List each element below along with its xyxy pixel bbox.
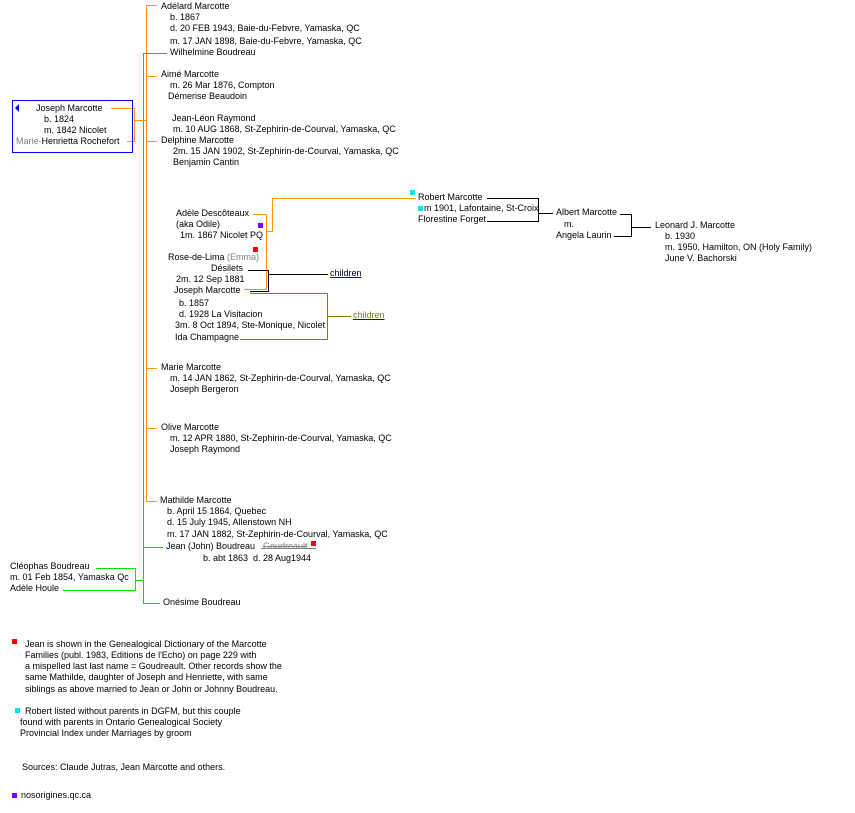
aime-married: m. 26 Mar 1876, Compton (170, 80, 275, 90)
orange-trunk (146, 5, 157, 502)
joseph-married2: 2m. 12 Sep 1881 (176, 274, 245, 284)
boudreau-lines (63, 53, 167, 604)
delphine-name[interactable]: Delphine Marcotte (161, 135, 235, 145)
mathilde-spouse[interactable]: Jean (John) Boudreau (166, 541, 256, 551)
note-red-line: siblings as above married to Jean or Joh… (25, 684, 278, 694)
note-cyan-line: found with parents in Ontario Genealogic… (20, 717, 223, 727)
spouse2-first: Rose-de-Lima (168, 252, 225, 262)
mathilde-married: m. 17 JAN 1882, St-Zephirin-de-Courval, … (167, 529, 388, 539)
leonard-spouse: June V. Bachorski (665, 253, 737, 263)
joseph-died: d. 1928 La Visitacion (179, 309, 263, 319)
spouse-name: Henrietta Rochefort (41, 136, 120, 146)
boudreau-married: m. 01 Feb 1854, Yamaska Qc (10, 572, 129, 582)
note-red-line: Jean is shown in the Genealogical Dictio… (25, 639, 267, 649)
note-cyan-line: Robert listed without parents in DGFM, b… (25, 706, 241, 716)
note-cyan-line: Provincial Index under Marriages by groo… (20, 728, 192, 738)
joseph-born: b. 1857 (179, 298, 210, 308)
mathilde-died: d. 15 July 1945, Allenstown NH (167, 517, 292, 527)
red-note-marker (311, 541, 316, 546)
joseph-spouse1: Adèle Descôteaux (176, 208, 250, 218)
delphine-spouse2: Benjamin Cantin (173, 157, 240, 167)
back-arrow-icon[interactable] (15, 104, 19, 112)
adelard-born: b. 1867 (170, 12, 201, 22)
onesime-name[interactable]: Onésime Boudreau (163, 597, 241, 607)
olive-name[interactable]: Olive Marcotte (161, 422, 220, 432)
red-note-marker (253, 247, 258, 252)
delphine-married1: m. 10 AUG 1868, St-Zephirin-de-Courval, … (173, 124, 396, 134)
boudreau-father[interactable]: Cléophas Boudreau (10, 561, 90, 571)
mathilde-name[interactable]: Mathilde Marcotte (160, 495, 232, 505)
note-red-line: same Mathilde, daughter of Joseph and He… (25, 672, 268, 682)
purple-note-marker (12, 793, 17, 798)
albert-spouse: Angela Laurin (556, 230, 612, 240)
robert-spouse: Florestine Forget (418, 214, 487, 224)
delphine-spouse1: Jean-Léon Raymond (172, 113, 256, 123)
spouse-prefix: Marie- (16, 136, 42, 146)
root-name[interactable]: Joseph Marcotte (36, 103, 103, 113)
aime-name[interactable]: Aimé Marcotte (161, 69, 220, 79)
joseph-spouse1-aka: (aka Odile) (176, 219, 221, 229)
green-trunk (143, 53, 160, 604)
root-born: b. 1824 (44, 114, 75, 124)
mathilde-born: b. April 15 1864, Quebec (167, 506, 267, 516)
aime-spouse: Démerise Beaudoin (168, 91, 248, 101)
marcotte-lines (111, 5, 416, 502)
purple-note-marker (258, 223, 263, 228)
olive-married: m. 12 APR 1880, St-Zephirin-de-Courval, … (170, 433, 392, 443)
albert-married: m. (564, 219, 574, 229)
spouse2-alt: (Emma) (227, 252, 260, 262)
adelard-died: d. 20 FEB 1943, Baie-du-Febvre, Yamaska,… (170, 23, 360, 33)
cyan-note-marker (410, 190, 415, 195)
leonard-born: b. 1930 (665, 231, 696, 241)
note-red-line: a mispelled last last name = Goudreault.… (25, 661, 282, 671)
spouse-died: d. 28 Aug1944 (253, 553, 312, 563)
spouse-born: b. abt 1863 (203, 553, 249, 563)
root-spouse: Marie-Henrietta Rochefort (16, 136, 120, 147)
joseph-spouse3: Ida Champagne (175, 332, 240, 342)
adelard-name[interactable]: Adélard Marcotte (161, 1, 230, 11)
misspelled-surname: Goudreault (263, 541, 308, 551)
marie-married: m. 14 JAN 1862, St-Zephirin-de-Courval, … (170, 373, 391, 383)
children-link[interactable]: children (330, 268, 362, 278)
joseph-spouse2: Rose-de-Lima (Emma) (168, 252, 259, 263)
robert-name[interactable]: Robert Marcotte (418, 192, 483, 202)
olive-spouse: Joseph Raymond (170, 444, 241, 454)
leonard-married: m. 1950, Hamilton, ON (Holy Family) (665, 242, 813, 252)
joseph-married1: 1m. 1867 Nicolet PQ (180, 230, 264, 240)
albert-name[interactable]: Albert Marcotte (556, 207, 618, 217)
red-note-marker (12, 639, 17, 644)
cyan-note-marker (418, 206, 423, 211)
delphine-married2: 2m. 15 JAN 1902, St-Zephirin-de-Courval,… (173, 146, 399, 156)
joseph-married3: 3m. 8 Oct 1894, Ste-Monique, Nicolet (175, 320, 326, 330)
marie-spouse: Joseph Bergeron (170, 384, 239, 394)
leonard-name[interactable]: Leonard J. Marcotte (655, 220, 736, 230)
note-red-line: Families (publ. 1983, Editions de l'Echo… (25, 650, 257, 660)
cyan-note-marker (15, 708, 20, 713)
joseph-name[interactable]: Joseph Marcotte (174, 285, 241, 295)
marie-name[interactable]: Marie Marcotte (161, 362, 222, 372)
joseph-spouse2-last: Désilets (211, 263, 244, 273)
boudreau-mother: Adèle Houle (10, 583, 60, 593)
children-link[interactable]: children (353, 310, 385, 320)
adelard-married: m. 17 JAN 1898, Baie-du-Febvre, Yamaska,… (170, 36, 362, 46)
root-person-box[interactable] (12, 100, 133, 153)
nosorigines-note: nosorigines.qc.ca (21, 790, 92, 800)
robert-married: m 1901, Lafontaine, St-Croix (424, 203, 539, 213)
adelard-spouse: Wilhelmine Boudreau (170, 47, 256, 57)
sources: Sources: Claude Jutras, Jean Marcotte an… (22, 762, 226, 772)
root-married: m. 1842 Nicolet (44, 125, 107, 135)
